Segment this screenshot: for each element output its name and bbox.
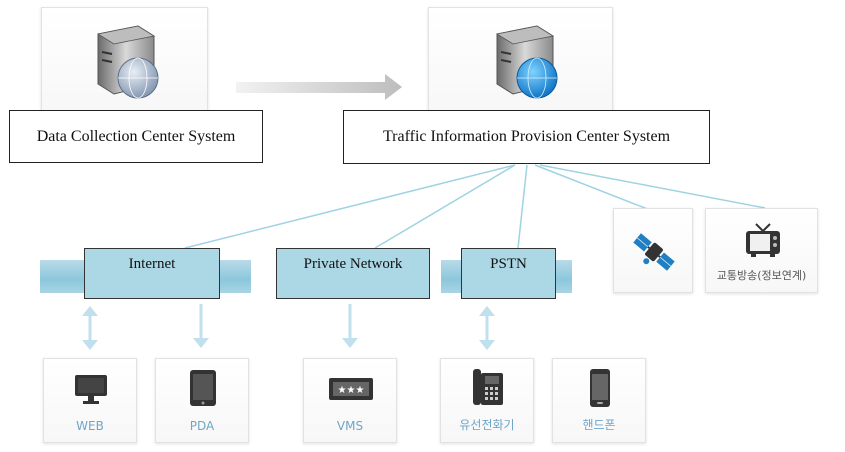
link-satellite xyxy=(534,164,651,211)
tv-icon xyxy=(746,223,780,257)
arrow-pstn-phone xyxy=(479,306,495,350)
internet-label: Internet xyxy=(84,248,220,299)
mobile-phone-icon xyxy=(590,369,610,407)
server-icon xyxy=(96,25,159,99)
wired-phone-label: 유선전화기 xyxy=(459,418,515,432)
vms-sign-icon: ★★★ xyxy=(329,378,373,400)
tablet-icon xyxy=(190,370,216,406)
arrow-internet-web xyxy=(82,306,98,350)
private-network-label: Private Network xyxy=(276,248,430,299)
server-icon xyxy=(495,25,558,99)
broadcast-tile: 교통방송(정보연계) xyxy=(705,208,818,293)
link-pstn xyxy=(517,164,528,249)
collection-server-tile xyxy=(41,7,208,115)
wired-phone-tile: 유선전화기 xyxy=(440,358,534,443)
arrow-private-vms xyxy=(342,304,358,348)
provision-system-label: Traffic Information Provision Center Sys… xyxy=(343,110,710,164)
pda-label: PDA xyxy=(189,419,215,433)
link-broadcast xyxy=(539,164,766,209)
provision-server-tile xyxy=(428,7,613,115)
link-internet xyxy=(184,164,516,249)
satellite-tile xyxy=(613,208,693,293)
link-private-network xyxy=(374,164,516,249)
vms-label: VMS xyxy=(336,419,364,433)
svg-text:★★★: ★★★ xyxy=(338,385,365,396)
web-tile: WEB xyxy=(43,358,137,443)
pda-tile: PDA xyxy=(155,358,249,443)
monitor-icon xyxy=(75,375,107,404)
mobile-phone-label: 핸드폰 xyxy=(582,418,616,432)
flow-arrow xyxy=(236,74,402,100)
satellite-icon xyxy=(633,233,675,271)
collection-system-label: Data Collection Center System xyxy=(9,110,263,163)
vms-tile: ★★★ VMS xyxy=(303,358,397,443)
broadcast-label: 교통방송(정보연계) xyxy=(716,269,807,282)
web-label: WEB xyxy=(76,419,104,433)
pstn-label: PSTN xyxy=(461,248,556,299)
mobile-phone-tile: 핸드폰 xyxy=(552,358,646,443)
arrow-internet-pda xyxy=(193,304,209,348)
desk-phone-icon xyxy=(473,369,503,405)
